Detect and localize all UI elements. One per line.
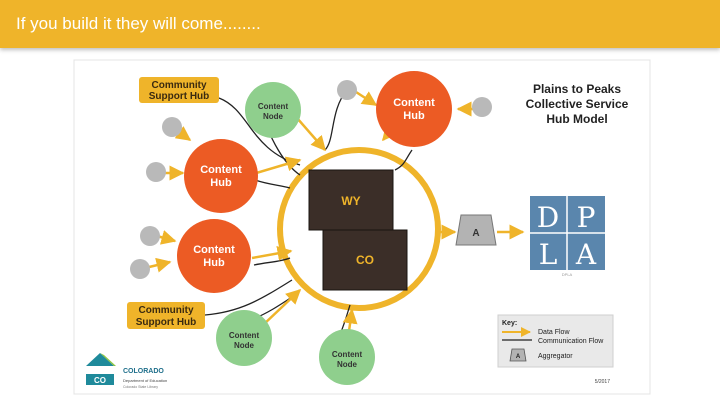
aggregator-label: A xyxy=(472,228,479,239)
key-aggregator-symbol: A xyxy=(516,354,521,360)
diagram-title: Plains to Peaks Collective Service Hub M… xyxy=(526,82,629,126)
satellite-1 xyxy=(162,117,182,137)
support-2-line1: Community xyxy=(139,305,194,316)
content-node-1: Content Node xyxy=(245,82,301,138)
dpla-p: P xyxy=(577,201,596,234)
hub-1-line2: Hub xyxy=(210,177,232,189)
hub-2-line2: Hub xyxy=(203,257,225,269)
content-node-3: Content Node xyxy=(319,329,375,385)
aggregator: A xyxy=(455,214,497,246)
node-3-line1: Content xyxy=(332,350,363,359)
co-sub: Colorado State Library xyxy=(123,385,158,389)
support-1-line1: Community xyxy=(152,80,207,91)
dpla-logo: D P L A DPLA xyxy=(530,196,605,277)
legend-key: Key: Data Flow Communication Flow A Aggr… xyxy=(497,314,614,368)
diagram-title-line1: Plains to Peaks xyxy=(533,82,621,96)
support-1-line2: Support Hub xyxy=(149,91,210,102)
colorado-logo: CO COLORADO Department of Education Colo… xyxy=(86,353,167,389)
co-initials: CO xyxy=(94,376,106,385)
node-3-line2: Node xyxy=(337,360,358,369)
satellite-circles xyxy=(130,80,492,279)
satellite-5 xyxy=(140,226,160,246)
node-1-line2: Node xyxy=(263,112,284,121)
co-dept: Department of Education xyxy=(123,378,167,383)
dpla-d: D xyxy=(537,201,559,234)
hub-3-line2: Hub xyxy=(403,110,425,122)
satellite-2 xyxy=(146,162,166,182)
content-hub-3: Content Hub xyxy=(376,71,452,147)
node-2-line2: Node xyxy=(234,341,255,350)
satellite-6 xyxy=(130,259,150,279)
community-support-hub-2: Community Support Hub xyxy=(127,302,205,329)
diagram-title-line2: Collective Service xyxy=(526,97,629,111)
state-wy-label: WY xyxy=(341,194,360,208)
dpla-caption: DPLA xyxy=(562,272,573,277)
diagram-date: 5/2017 xyxy=(595,379,611,385)
support-2-line2: Support Hub xyxy=(136,317,197,328)
co-name: COLORADO xyxy=(123,368,164,375)
satellite-4 xyxy=(472,97,492,117)
state-wy: WY xyxy=(308,169,394,231)
key-title: Key: xyxy=(502,320,517,327)
node-2-line1: Content xyxy=(229,331,260,340)
satellite-3 xyxy=(337,80,357,100)
content-hub-1: Content Hub xyxy=(184,139,258,213)
state-co: CO xyxy=(322,229,408,291)
node-1-line1: Content xyxy=(258,102,289,111)
hub-2-line1: Content xyxy=(193,244,235,256)
community-support-hub-1: Community Support Hub xyxy=(139,77,219,103)
key-data-flow: Data Flow xyxy=(538,329,570,336)
hub-1-line1: Content xyxy=(200,164,242,176)
content-hub-2: Content Hub xyxy=(177,219,251,293)
slide-title: If you build it they will come........ xyxy=(16,14,261,33)
title-bar: If you build it they will come........ xyxy=(0,0,720,48)
dpla-l: L xyxy=(539,238,558,271)
key-aggregator: Aggregator xyxy=(538,353,573,360)
hub-3-line1: Content xyxy=(393,97,435,109)
key-communication-flow: Communication Flow xyxy=(538,338,604,345)
diagram-title-line3: Hub Model xyxy=(546,112,607,126)
dpla-a: A xyxy=(575,238,597,271)
state-co-label: CO xyxy=(356,253,374,267)
content-node-2: Content Node xyxy=(216,310,272,366)
